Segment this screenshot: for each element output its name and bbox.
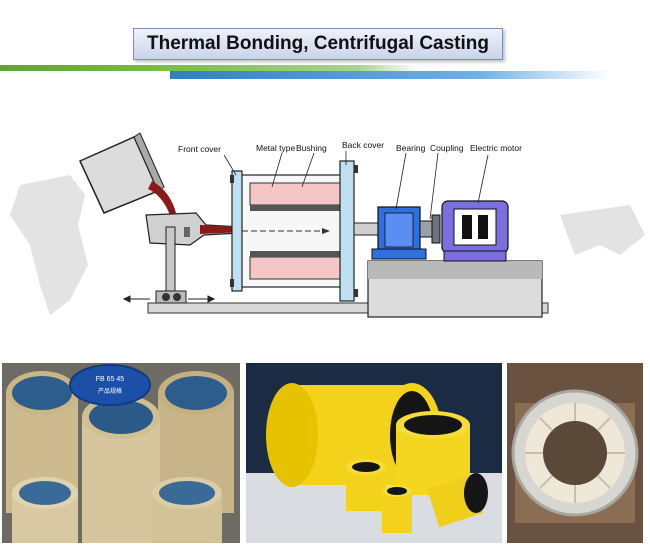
small-yellow-bushing <box>426 473 488 528</box>
label-back-cover: Back cover <box>342 140 384 150</box>
small-yellow-bushing <box>346 459 386 511</box>
shaft <box>353 222 381 236</box>
ladle <box>79 132 176 215</box>
photo-yellow-bushings <box>246 363 502 543</box>
label-coupling: Coupling <box>430 143 464 153</box>
label-bushing: Bushing <box>296 143 327 153</box>
label-electric-motor: Electric motor <box>470 143 522 153</box>
leader-lines <box>223 151 489 220</box>
label-front-cover: Front cover <box>178 144 221 154</box>
centrifugal-casting-diagram: Front cover Metal type Bushing Back cove… <box>10 132 645 318</box>
coupling <box>419 214 441 244</box>
world-map-watermark <box>10 175 645 315</box>
lid-text-spec: 产品规格 <box>98 387 122 395</box>
page-title: Thermal Bonding, Centrifugal Casting <box>146 33 489 54</box>
electric-motor <box>441 200 509 262</box>
front-cover <box>231 170 243 292</box>
bearing <box>371 206 427 260</box>
medium-yellow-bushing <box>396 411 470 495</box>
bronze-bushing <box>152 477 222 543</box>
pouring-trough <box>145 212 245 304</box>
bushing-lid: FB 65 45 产品规格 <box>69 364 151 406</box>
green-accent-band <box>0 65 420 71</box>
title-box: Thermal Bonding, Centrifugal Casting <box>133 28 503 60</box>
back-cover <box>339 160 355 302</box>
base-rail <box>147 302 549 314</box>
mould <box>230 160 358 302</box>
bronze-bushing <box>82 395 160 543</box>
bronze-bushing <box>12 477 78 543</box>
lid-text-size: FB 65 45 <box>96 376 125 383</box>
bushing-top <box>249 182 343 206</box>
blue-accent-band <box>170 71 610 79</box>
photo-ring-bushing <box>507 363 643 543</box>
ring-bushing <box>511 389 639 517</box>
label-metal-type: Metal type <box>256 143 295 153</box>
small-yellow-bushing <box>382 485 412 533</box>
label-bearing: Bearing <box>396 143 426 153</box>
bushing-bottom <box>249 256 343 280</box>
photo-bushings-stacked: FB 65 45 产品规格 <box>2 363 240 543</box>
travel-arrow <box>122 295 216 303</box>
